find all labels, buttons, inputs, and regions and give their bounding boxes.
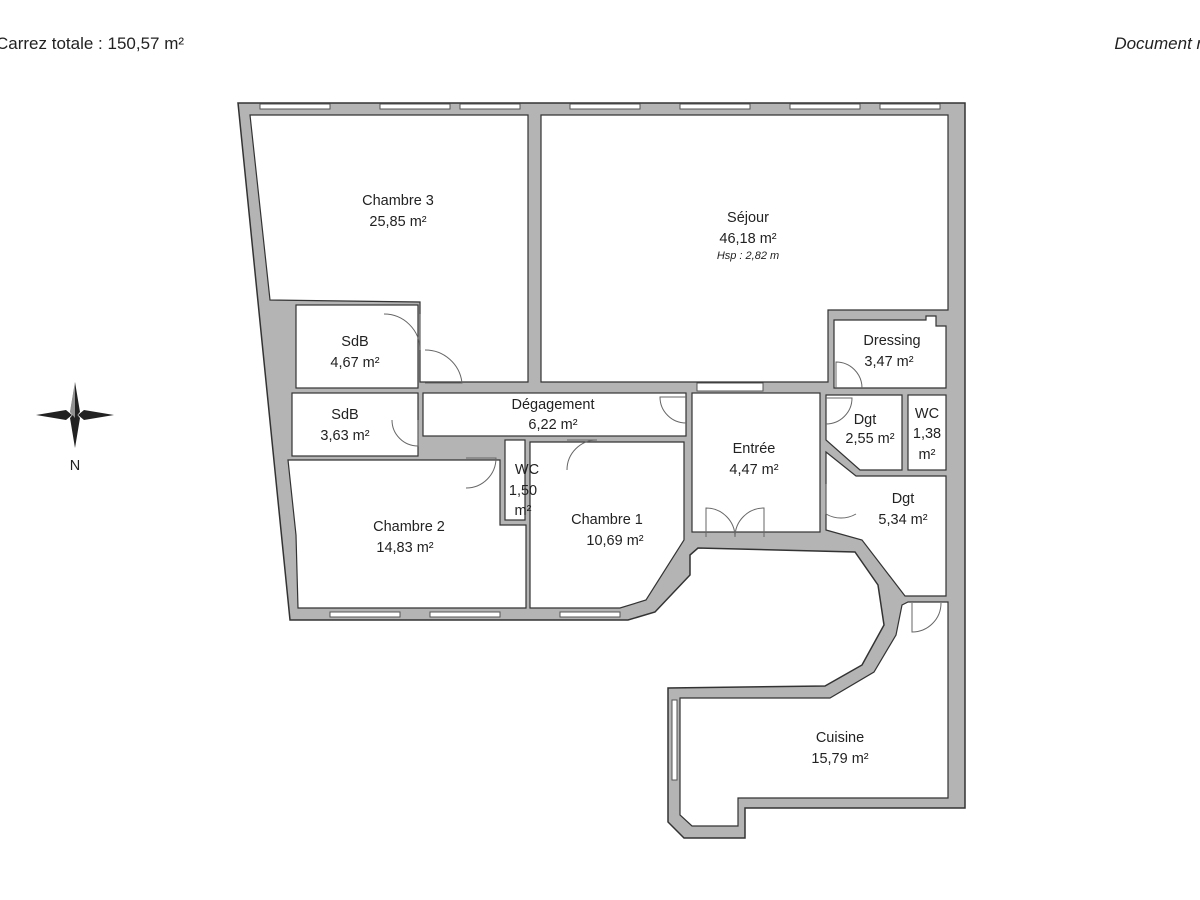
room-unit: m²	[919, 447, 936, 463]
room-area: 5,34 m²	[878, 512, 927, 528]
document-note: Document n	[1114, 34, 1200, 53]
room-area: 4,47 m²	[729, 462, 778, 478]
room-area: 3,63 m²	[320, 428, 369, 444]
room-name: Dégagement	[511, 397, 594, 413]
room-name: Dressing	[863, 333, 920, 349]
doors	[383, 313, 942, 633]
room-area: 1,50	[509, 483, 537, 499]
room-cuisine	[679, 601, 949, 827]
room-chambre-3	[249, 114, 529, 383]
room-name: Dgt	[854, 412, 877, 428]
room-name: Dgt	[892, 491, 915, 507]
room-area: 3,47 m²	[864, 354, 913, 370]
ceiling-height-note: Hsp : 2,82 m	[717, 250, 779, 262]
room-chambre-2	[287, 459, 527, 609]
room-name: Chambre 1	[571, 512, 643, 528]
room-degagement	[422, 392, 687, 437]
compass-rose-icon	[36, 382, 114, 448]
room-area: 14,83 m²	[376, 540, 433, 556]
room-dgt-2	[825, 450, 947, 597]
room-name: Chambre 3	[362, 193, 434, 209]
room-name: SdB	[331, 407, 358, 423]
room-dgt-1	[825, 394, 903, 471]
room-name: WC	[915, 406, 939, 422]
room-name: Cuisine	[816, 730, 864, 746]
windows	[259, 103, 941, 781]
room-chambre-1	[529, 441, 685, 609]
room-wc-right	[907, 394, 947, 471]
room-sejour	[540, 114, 949, 383]
compass-north-label: N	[70, 458, 80, 474]
room-name: Séjour	[727, 210, 769, 226]
room-area: 15,79 m²	[811, 751, 868, 767]
room-area: 25,85 m²	[369, 214, 426, 230]
room-area: 46,18 m²	[719, 231, 776, 247]
room-area: 10,69 m²	[586, 533, 643, 549]
room-wc-left	[504, 439, 526, 521]
room-area: 4,67 m²	[330, 355, 379, 371]
room-unit: m²	[515, 503, 532, 519]
room-name: Entrée	[733, 441, 776, 457]
room-name: Chambre 2	[373, 519, 445, 535]
room-sdb-2	[291, 392, 419, 457]
total-area-label: Carrez totale : 150,57 m²	[0, 34, 185, 53]
room-dressing	[833, 315, 947, 389]
room-area: 1,38	[913, 426, 941, 442]
room-name: SdB	[341, 334, 368, 350]
room-labels: Chambre 3 25,85 m² Séjour 46,18 m² Hsp :…	[320, 193, 941, 767]
room-area: 6,22 m²	[528, 417, 577, 433]
room-area: 2,55 m²	[845, 431, 894, 447]
room-name: WC	[515, 462, 539, 478]
room-sdb-1	[295, 304, 419, 389]
